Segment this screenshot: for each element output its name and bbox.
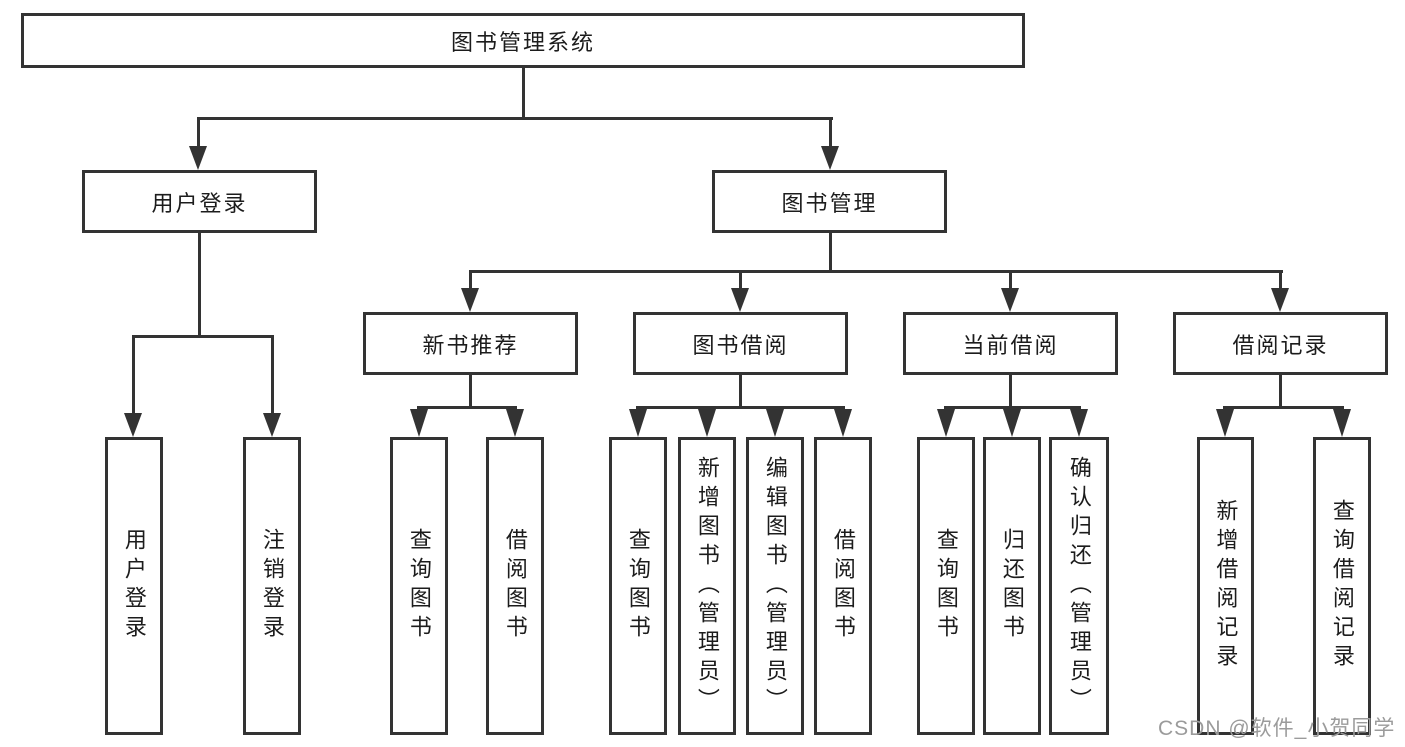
- arrow-down-icon: [124, 413, 142, 437]
- leaf-label: 查询图书: [933, 528, 959, 644]
- node-new-book-recommend: 新书推荐: [363, 312, 578, 375]
- leaf-label: 查询借阅记录: [1329, 499, 1355, 673]
- connector-line: [1223, 406, 1344, 409]
- leaf-label: 新增借阅记录: [1213, 499, 1239, 673]
- connector-line: [198, 233, 201, 338]
- leaf-label: 归还图书: [999, 528, 1025, 644]
- node-label: 图书管理系统: [450, 29, 595, 55]
- leaf-label: 借阅图书: [502, 528, 528, 644]
- csdn-watermark: CSDN @软件_小贺同学: [1158, 717, 1396, 740]
- connector-line: [944, 406, 1081, 409]
- node-current-borrow: 当前借阅: [903, 312, 1118, 375]
- node-label: 当前借阅: [962, 332, 1059, 358]
- connector-line: [522, 68, 525, 120]
- connector-line: [636, 406, 845, 409]
- arrow-down-icon: [731, 288, 749, 312]
- arrow-down-icon: [506, 409, 524, 437]
- connector-line: [829, 117, 832, 153]
- leaf-label: 确认归还（管理员）: [1066, 455, 1092, 717]
- connector-line: [829, 233, 832, 273]
- arrow-down-icon: [1003, 409, 1021, 437]
- leaf-label: 用户登录: [121, 528, 147, 644]
- connector-line: [739, 270, 742, 294]
- node-label: 借阅记录: [1232, 332, 1329, 358]
- connector-line: [132, 335, 135, 419]
- leaf-user-login: 用户登录: [105, 437, 163, 735]
- arrow-down-icon: [1001, 288, 1019, 312]
- leaf-query-books-borrow: 查询图书: [609, 437, 667, 735]
- leaf-edit-books-admin: 编辑图书（管理员）: [746, 437, 804, 735]
- connector-line: [271, 335, 274, 419]
- arrow-down-icon: [937, 409, 955, 437]
- connector-line: [1279, 375, 1282, 409]
- arrow-down-icon: [766, 409, 784, 437]
- arrow-down-icon: [410, 409, 428, 437]
- leaf-label: 注销登录: [259, 528, 285, 644]
- connector-line: [739, 375, 742, 409]
- arrow-down-icon: [834, 409, 852, 437]
- arrow-down-icon: [1070, 409, 1088, 437]
- node-book-management: 图书管理: [712, 170, 947, 233]
- leaf-borrow-books-recommend: 借阅图书: [486, 437, 544, 735]
- node-label: 图书借阅: [692, 332, 789, 358]
- arrow-down-icon: [189, 146, 207, 170]
- leaf-confirm-return-admin: 确认归还（管理员）: [1049, 437, 1109, 735]
- connector-line: [469, 270, 472, 294]
- node-book-borrow: 图书借阅: [633, 312, 848, 375]
- leaf-query-books-current: 查询图书: [917, 437, 975, 735]
- arrow-down-icon: [698, 409, 716, 437]
- connector-line: [132, 335, 274, 338]
- leaf-add-books-admin: 新增图书（管理员）: [678, 437, 736, 735]
- connector-line: [469, 375, 472, 409]
- connector-line: [197, 117, 200, 153]
- arrow-down-icon: [1333, 409, 1351, 437]
- node-user-login: 用户登录: [82, 170, 317, 233]
- arrow-down-icon: [629, 409, 647, 437]
- leaf-add-borrow-record: 新增借阅记录: [1197, 437, 1254, 735]
- leaf-label: 新增图书（管理员）: [694, 455, 720, 717]
- connector-line: [1009, 375, 1012, 409]
- node-borrow-records: 借阅记录: [1173, 312, 1388, 375]
- node-label: 图书管理: [781, 190, 878, 216]
- connector-line: [1009, 270, 1012, 294]
- node-label: 用户登录: [151, 190, 248, 216]
- connector-line: [197, 117, 833, 120]
- arrow-down-icon: [821, 146, 839, 170]
- leaf-query-borrow-record: 查询借阅记录: [1313, 437, 1371, 735]
- leaf-label: 借阅图书: [830, 528, 856, 644]
- leaf-label: 编辑图书（管理员）: [762, 455, 788, 717]
- connector-line: [1279, 270, 1282, 294]
- leaf-query-books-recommend: 查询图书: [390, 437, 448, 735]
- leaf-label: 查询图书: [625, 528, 651, 644]
- node-label: 新书推荐: [422, 332, 519, 358]
- arrow-down-icon: [1271, 288, 1289, 312]
- connector-line: [417, 406, 517, 409]
- arrow-down-icon: [263, 413, 281, 437]
- arrow-down-icon: [1216, 409, 1234, 437]
- leaf-label: 查询图书: [406, 528, 432, 644]
- node-library-system: 图书管理系统: [21, 13, 1025, 68]
- arrow-down-icon: [461, 288, 479, 312]
- leaf-return-books: 归还图书: [983, 437, 1041, 735]
- connector-line: [469, 270, 1283, 273]
- leaf-logout: 注销登录: [243, 437, 301, 735]
- leaf-borrow-books: 借阅图书: [814, 437, 872, 735]
